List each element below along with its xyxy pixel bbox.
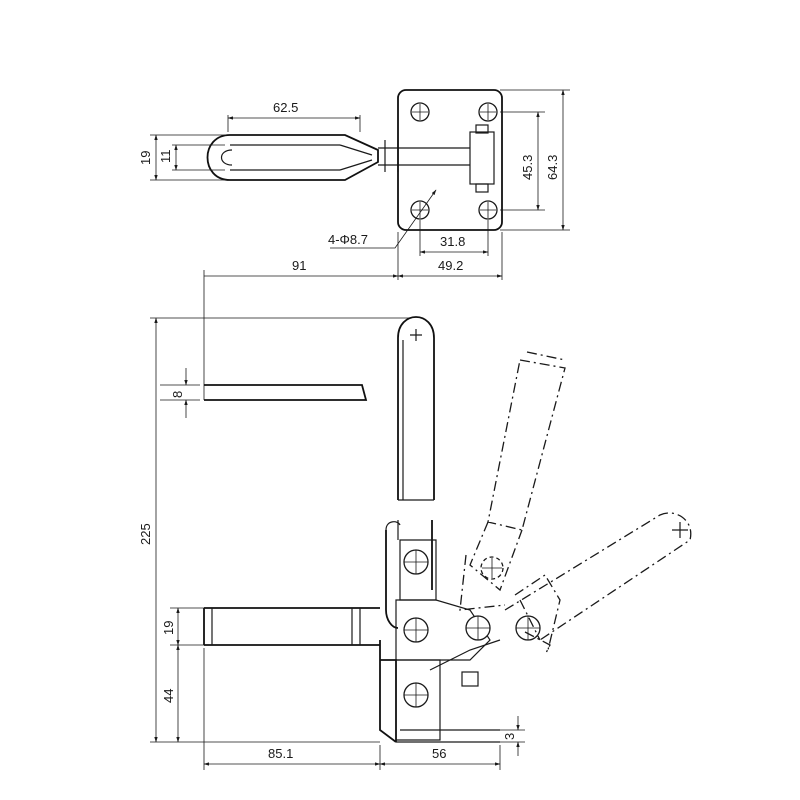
dim-arm-length-label: 85.1	[268, 746, 293, 761]
clamp-arm	[203, 607, 380, 646]
handle-open-upright	[459, 351, 566, 611]
dim-base-vertical: 45.3 64.3	[500, 89, 570, 231]
pivot-pins	[403, 549, 541, 708]
dim-arm-heights: 19 44	[161, 607, 204, 743]
dim-arm-height-label: 19	[161, 621, 176, 635]
dim-bar-thickness-label: 8	[170, 391, 185, 398]
dim-handle-length-label: 62.5	[273, 100, 298, 115]
dim-base-hole-spacing-v-label: 45.3	[520, 155, 535, 180]
clamp-bar: 8	[160, 368, 368, 418]
dim-handle-length: 62.5	[227, 100, 361, 132]
linkage-body	[379, 520, 501, 743]
dim-handle-width: 19 11	[138, 134, 225, 181]
base-plate-top-view	[397, 89, 503, 231]
top-view: 62.5 19 11 45.3 64.3 4-Φ8.7 31.8	[138, 89, 570, 280]
dim-hole-callout: 4-Φ8.7	[328, 189, 437, 249]
dim-open-offset-label: 56	[432, 746, 446, 761]
dim-overall-height: 225	[138, 317, 410, 743]
dim-handle-width-outer-label: 19	[138, 151, 153, 165]
dim-base-plate-thickness-label: 3	[502, 733, 517, 740]
dim-overall-height-label: 225	[138, 523, 153, 545]
dim-base-hole-spacing-h: 31.8	[419, 220, 489, 256]
dim-base-width-label: 49.2	[438, 258, 463, 273]
handle-open-angled	[504, 512, 692, 656]
dim-reach-label: 91	[292, 258, 306, 273]
handle-closed	[397, 316, 435, 501]
dim-base-hole-spacing-h-label: 31.8	[440, 234, 465, 249]
dim-reach: 91 49.2	[204, 232, 503, 280]
dim-handle-width-inner-label: 11	[158, 150, 173, 164]
dim-pivot-height-label: 44	[161, 689, 176, 703]
dim-hole-spec-label: 4-Φ8.7	[328, 232, 368, 247]
handle-top-view	[206, 134, 470, 181]
dim-base-height-label: 64.3	[545, 155, 560, 180]
side-view: 8 225	[138, 270, 692, 770]
dim-bottom: 85.1 56 3	[203, 648, 525, 770]
